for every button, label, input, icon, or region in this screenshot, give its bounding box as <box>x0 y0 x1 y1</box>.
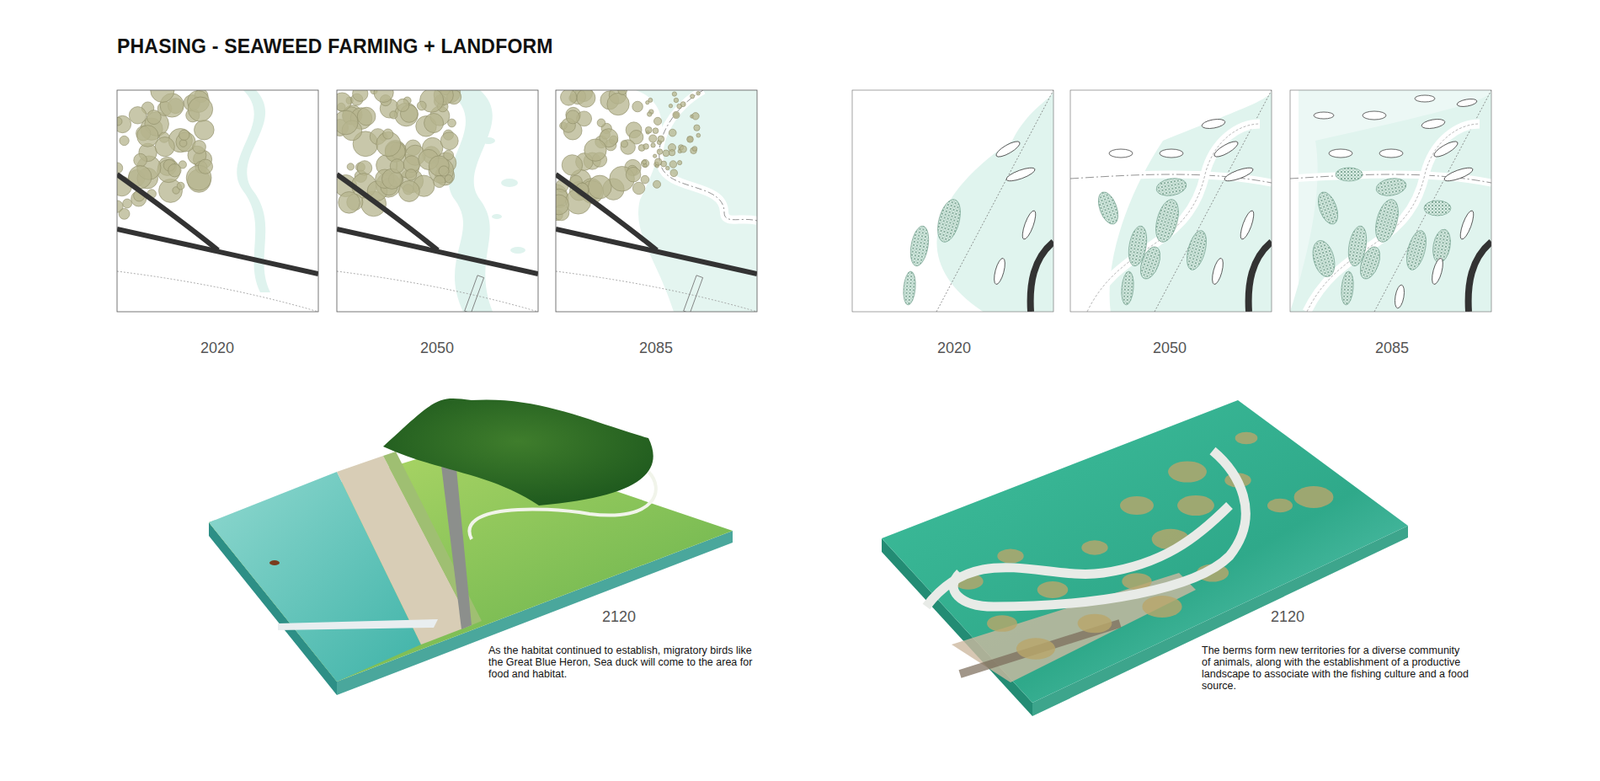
year-label: 2020 <box>920 339 988 358</box>
year-label: 2020 <box>183 339 251 358</box>
caption-note: As the habitat continued to establish, m… <box>488 644 754 680</box>
phase-plan <box>111 78 319 312</box>
year-label: 2120 <box>1253 608 1322 626</box>
caption-note: The berms form new territories for a div… <box>1201 644 1472 692</box>
year-label: 2085 <box>1358 339 1426 358</box>
phase-plan <box>852 90 1054 312</box>
diagram-title: PHASING - SEAWEED FARMING + LANDFORM <box>117 35 554 59</box>
phase-plan <box>544 84 758 314</box>
year-label: 2050 <box>1136 339 1204 358</box>
year-label: 2050 <box>403 339 471 358</box>
phase-plan <box>1290 90 1492 312</box>
year-label: 2120 <box>585 608 653 626</box>
year-label: 2085 <box>622 339 690 358</box>
phase-plan <box>1070 90 1272 312</box>
phase-plan <box>331 81 539 313</box>
